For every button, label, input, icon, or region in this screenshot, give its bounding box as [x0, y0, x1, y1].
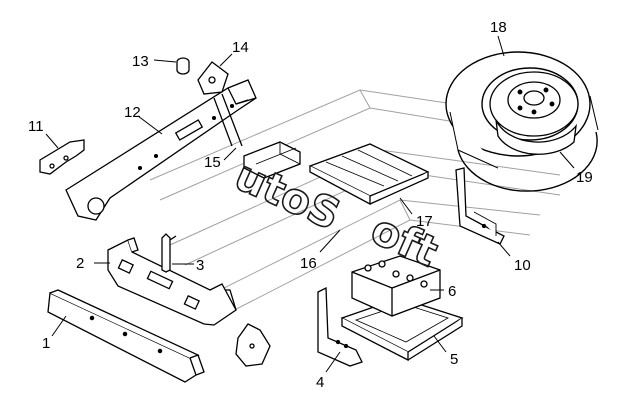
part-13-bush	[176, 57, 190, 75]
leader-13	[153, 59, 177, 63]
part-17-platform	[308, 143, 430, 206]
part-3-rod	[161, 233, 177, 273]
callout-11: 11	[28, 118, 44, 135]
callout-10: 10	[514, 257, 531, 274]
callout-labels: 1 2 3 4 5 6 10 11 12 13 14 15 16 17 18 1…	[28, 19, 593, 391]
callout-6: 6	[448, 283, 456, 300]
part-16-assembly	[243, 141, 301, 179]
leader-15	[223, 147, 237, 161]
leader-18	[497, 35, 505, 57]
callout-5: 5	[450, 351, 458, 368]
leader-17	[399, 197, 413, 215]
callout-3: 3	[196, 257, 204, 274]
callout-16: 16	[300, 255, 317, 272]
part-10-mounting-bracket	[455, 167, 505, 245]
callout-19: 19	[576, 169, 593, 186]
leader-10	[497, 241, 511, 257]
leader-5	[433, 335, 447, 353]
part-5-battery-tray	[340, 297, 464, 362]
callout-2: 2	[76, 255, 84, 272]
callout-12: 12	[124, 104, 141, 121]
callout-1: 1	[42, 335, 50, 352]
leader-1	[51, 315, 67, 337]
part-2-cross-member	[107, 237, 237, 326]
callout-4: 4	[316, 374, 324, 391]
leader-11	[45, 133, 59, 149]
leader-12	[137, 115, 163, 135]
leader-16	[319, 229, 341, 253]
part-unlabeled-bracket	[235, 323, 271, 367]
part-1-bumper	[47, 289, 205, 383]
part-15-tie-rods	[213, 93, 243, 147]
callout-17: 17	[416, 213, 433, 230]
leader-4	[325, 351, 341, 373]
leader-19	[559, 151, 575, 169]
part-11-small-bracket	[39, 139, 85, 175]
part-6-battery	[351, 255, 441, 317]
callout-18: 18	[490, 19, 507, 36]
part-19-wheel-rim	[489, 71, 579, 155]
callout-15: 15	[204, 154, 221, 171]
callout-13: 13	[132, 53, 149, 70]
leader-14	[219, 53, 233, 67]
part-4-bracket	[317, 286, 363, 367]
part-14-mount-plate	[197, 61, 229, 95]
callout-14: 14	[232, 39, 249, 56]
part-12-frame-rail	[65, 79, 257, 221]
